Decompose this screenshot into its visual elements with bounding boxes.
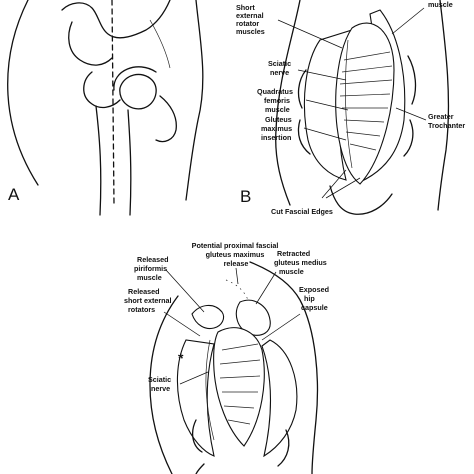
panel-a-acetabulum [113, 66, 157, 91]
panel-c-body-outline-right [249, 261, 319, 474]
panel-b-illustration [275, 0, 450, 215]
pointer-retracted-gluteus-medius [255, 271, 277, 305]
panel-c-piriformis [191, 304, 225, 330]
label-sciatic-nerve-b: Sciatic nerve [268, 59, 293, 77]
label-retracted-gluteus-medius: Retracted gluteus medius muscle [274, 249, 329, 276]
panel-c-pointers [163, 267, 301, 385]
panel-a-body-outline-right [185, 0, 204, 201]
panel-a-body-outline-left [7, 0, 39, 186]
panel-b-pointers [277, 7, 427, 199]
panel-c-capsule-fibers [219, 343, 261, 425]
label-exposed-hip-capsule: Exposed hip capsule [299, 285, 331, 312]
pointer-released-short-external [163, 311, 201, 337]
panel-a-femoral-head [119, 73, 157, 110]
label-quadratus-femoris: Quadratus femoris muscle [257, 87, 295, 114]
panel-c-right-retracted-flap [261, 339, 298, 458]
label-cut-fascial-edges: Cut Fascial Edges [271, 207, 333, 216]
panel-c-gluteus-medius [235, 299, 271, 336]
pointer-short-external-rotators [277, 19, 343, 49]
panel-a-illustration [7, 0, 204, 216]
label-released-piriformis: Released piriformis muscle [134, 255, 171, 282]
pointer-gluteus-maximus-insertion [303, 127, 347, 141]
pointer-greater-trochanter [395, 107, 427, 121]
panel-c-illustration [149, 261, 319, 474]
pointer-muscle-top [391, 7, 425, 35]
pointer-cut-fascial-edge-1 [321, 169, 347, 199]
pointer-sciatic-nerve-c [179, 371, 209, 385]
pointer-sciatic-nerve [297, 69, 347, 81]
panel-a-pelvis [61, 0, 171, 39]
panel-c-exposed-capsule [213, 327, 265, 447]
pointer-exposed-hip-capsule [261, 313, 301, 341]
panel-a-label: A [8, 185, 20, 204]
panel-a-femur-shaft-left [95, 105, 102, 216]
panel-a-ilium-wing [68, 21, 113, 66]
pointer-released-piriformis [165, 269, 205, 313]
label-released-short-external: Released short external rotators [124, 287, 174, 314]
label-greater-trochanter: Greater Trochanter [428, 112, 465, 130]
panel-a-incision-line [111, 0, 115, 206]
panel-b-nerve-strand [345, 39, 353, 169]
panel-b-thigh-outline-left [275, 0, 301, 206]
label-sciatic-nerve-c: Sciatic nerve [148, 375, 173, 393]
panel-b-left-muscle-edge [297, 69, 311, 155]
label-short-external-rotators: Short external rotator muscles [236, 3, 266, 36]
panel-a-ischium [155, 95, 177, 143]
panel-a-sacrum [149, 19, 171, 69]
pointer-potential-release [235, 267, 239, 285]
panel-a-femur-shaft-right [127, 109, 132, 216]
pointer-quadratus-femoris [305, 99, 349, 111]
panel-c-left-retracted-flap [176, 339, 215, 457]
panel-a-trochanter [83, 71, 121, 109]
panel-c-nerve-strand [205, 339, 215, 441]
panel-c-release-dots [225, 279, 249, 301]
label-gluteus-maximus-insertion: Gluteus maximus insertion [261, 115, 294, 142]
panel-c-lower-right-muscles [277, 429, 290, 467]
panel-b-right-muscle-edge [403, 55, 417, 157]
panel-b-label: B [240, 187, 251, 206]
panel-b-thigh-outline-right [437, 0, 450, 211]
pointer-cut-fascial-edge-2 [325, 177, 361, 199]
asterisk-marker: * [178, 350, 184, 366]
panel-c-body-outline-left [149, 295, 179, 474]
panel-b-rotator-fibers [339, 51, 393, 151]
label-muscle-top: muscle [428, 0, 453, 9]
label-potential-release: Potential proximal fascial gluteus maxim… [192, 241, 281, 268]
panel-b-lower-thigh [329, 185, 393, 215]
